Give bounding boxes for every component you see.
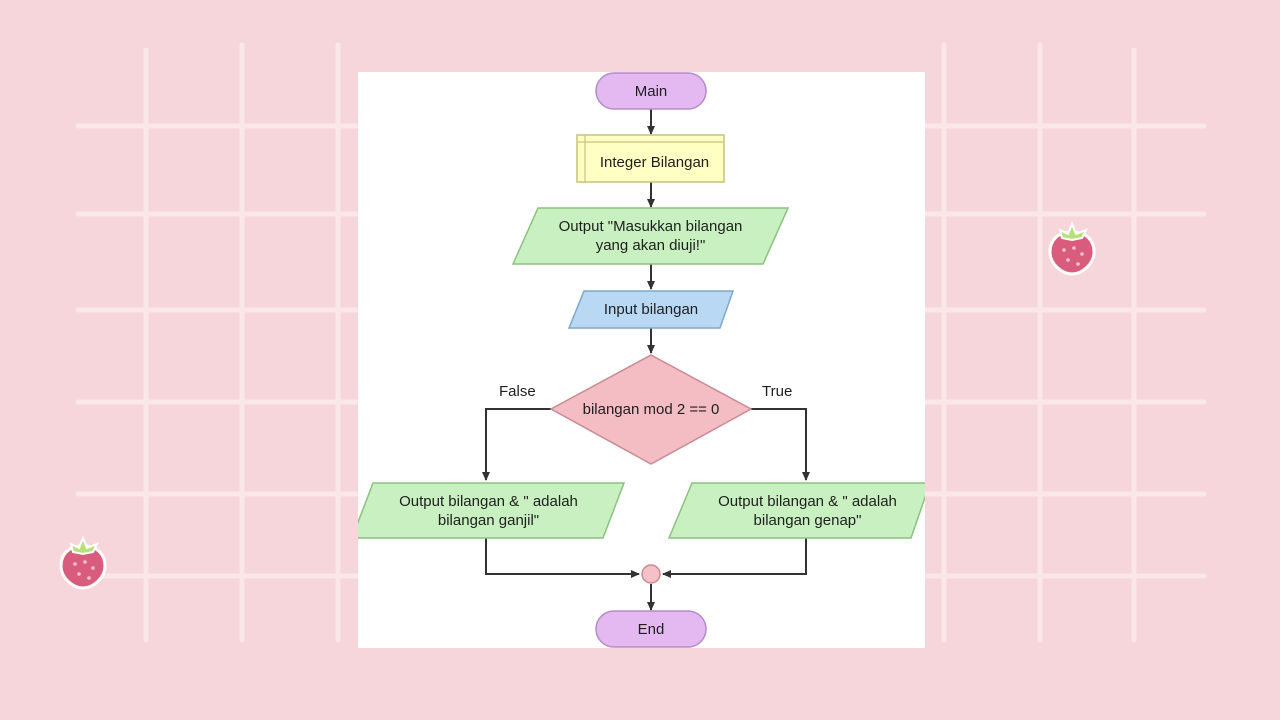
declare-label: Integer Bilangan (599, 153, 710, 171)
declare-box (576, 134, 725, 183)
decision-label: bilangan mod 2 == 0 (582, 400, 720, 418)
output-prompt-parallelogram (511, 207, 790, 265)
strawberry-icon (1048, 221, 1096, 276)
strawberry-icon (59, 535, 107, 590)
merge-connector (641, 564, 661, 584)
start-label: Main (634, 82, 668, 100)
input-parallelogram (567, 290, 735, 329)
end-terminal (595, 610, 707, 648)
flowchart-panel: Main Integer Bilangan Output "Masukkan b… (358, 72, 925, 648)
arrow-even-to-merge (662, 538, 807, 578)
flowchart (358, 72, 925, 648)
output-even-label: Output bilangan & " adalah bilangan gena… (718, 493, 897, 529)
output-prompt-label: Output "Masukkan bilangan yang akan diuj… (558, 218, 743, 254)
true-label: True (762, 383, 793, 400)
arrow-false-branch (482, 408, 551, 481)
input-label: Input bilangan (603, 301, 699, 318)
arrow-true-branch (751, 408, 810, 481)
end-label: End (637, 620, 665, 638)
output-odd-parallelogram (358, 482, 626, 539)
decision-diamond (549, 354, 753, 465)
arrow-odd-to-merge (485, 538, 640, 578)
output-even-parallelogram (667, 482, 925, 539)
false-label: False (499, 383, 536, 400)
start-terminal (595, 72, 707, 110)
output-odd-label: Output bilangan & " adalah bilangan ganj… (399, 493, 578, 529)
